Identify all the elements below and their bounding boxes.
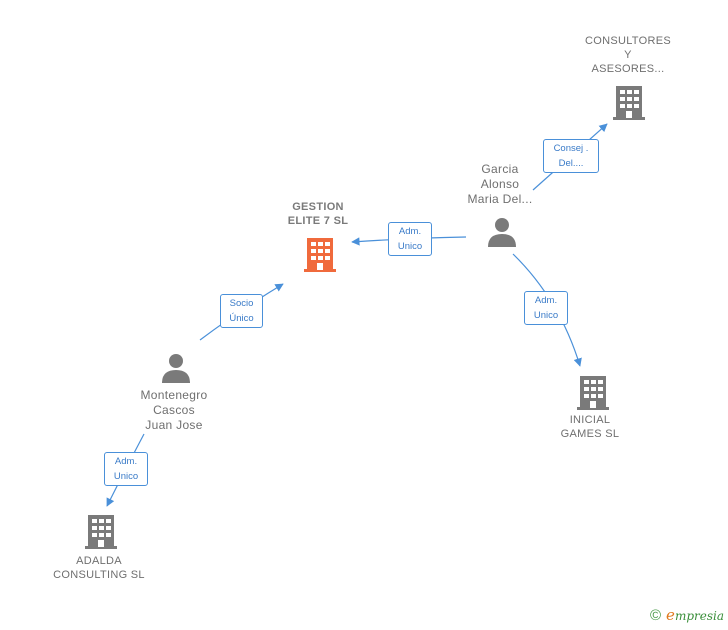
edge-label-consej: Consej . Del.... [543,139,599,173]
node-label-line: Alonso [480,177,520,191]
node-label-line: GESTION [292,201,344,213]
node-label-line: Cascos [153,403,195,417]
node-label-line: Montenegro [140,388,208,402]
node-label-consultores[interactable]: CONSULTORES Y ASESORES... [568,34,688,76]
node-label-line: GAMES SL [560,428,620,440]
node-label-line: INICIAL [569,414,611,426]
node-label-montenegro[interactable]: Montenegro Cascos Juan Jose [114,388,234,433]
edge-label-adm-inicial: Adm. Unico [524,291,568,325]
node-label-line: Juan Jose [145,418,203,432]
copyright-icon: © [649,606,662,624]
building-icon[interactable] [576,374,610,410]
brand-initial: e [666,606,675,624]
node-label-gestion[interactable]: GESTION ELITE 7 SL [258,200,378,228]
node-label-line: ELITE 7 SL [287,215,349,227]
node-label-line: CONSULTING SL [53,569,145,581]
edge-label-line: Adm. [534,295,558,306]
edge-label-line: Unico [113,471,139,482]
edge-label-line: Del.... [558,158,584,169]
edge-label-line: Adm. [398,226,422,237]
node-label-garcia[interactable]: Garcia Alonso Maria Del... [440,162,560,207]
node-label-line: Maria Del... [467,192,533,206]
edge-label-adm-gestion: Adm. Unico [388,222,432,256]
node-label-line: ADALDA [76,555,122,567]
node-label-line: Garcia [481,162,519,176]
edge-label-line: Único [229,313,254,324]
node-label-line: Y [624,49,632,61]
node-label-inicial[interactable]: INICIAL GAMES SL [530,413,650,441]
edge-label-socio: Socio Único [220,294,263,328]
edge-label-line: Adm. [114,456,138,467]
node-label-line: ASESORES... [591,63,665,75]
building-icon[interactable] [84,513,118,549]
edge-label-line: Consej . [553,143,589,154]
person-icon[interactable] [486,216,518,248]
brand-rest: mpresia [674,609,724,623]
brand-logo: empresia [666,606,724,624]
person-icon[interactable] [160,352,192,384]
edge-label-line: Socio [229,298,254,309]
node-label-adalda[interactable]: ADALDA CONSULTING SL [39,554,159,582]
edge-label-line: Unico [533,310,559,321]
footer-brand: © empresia [650,606,724,624]
building-icon[interactable] [612,84,646,120]
node-label-line: CONSULTORES [584,35,672,47]
edge-label-line: Unico [397,241,423,252]
edge-label-adm-adalda: Adm. Unico [104,452,148,486]
building-icon[interactable] [303,236,337,272]
